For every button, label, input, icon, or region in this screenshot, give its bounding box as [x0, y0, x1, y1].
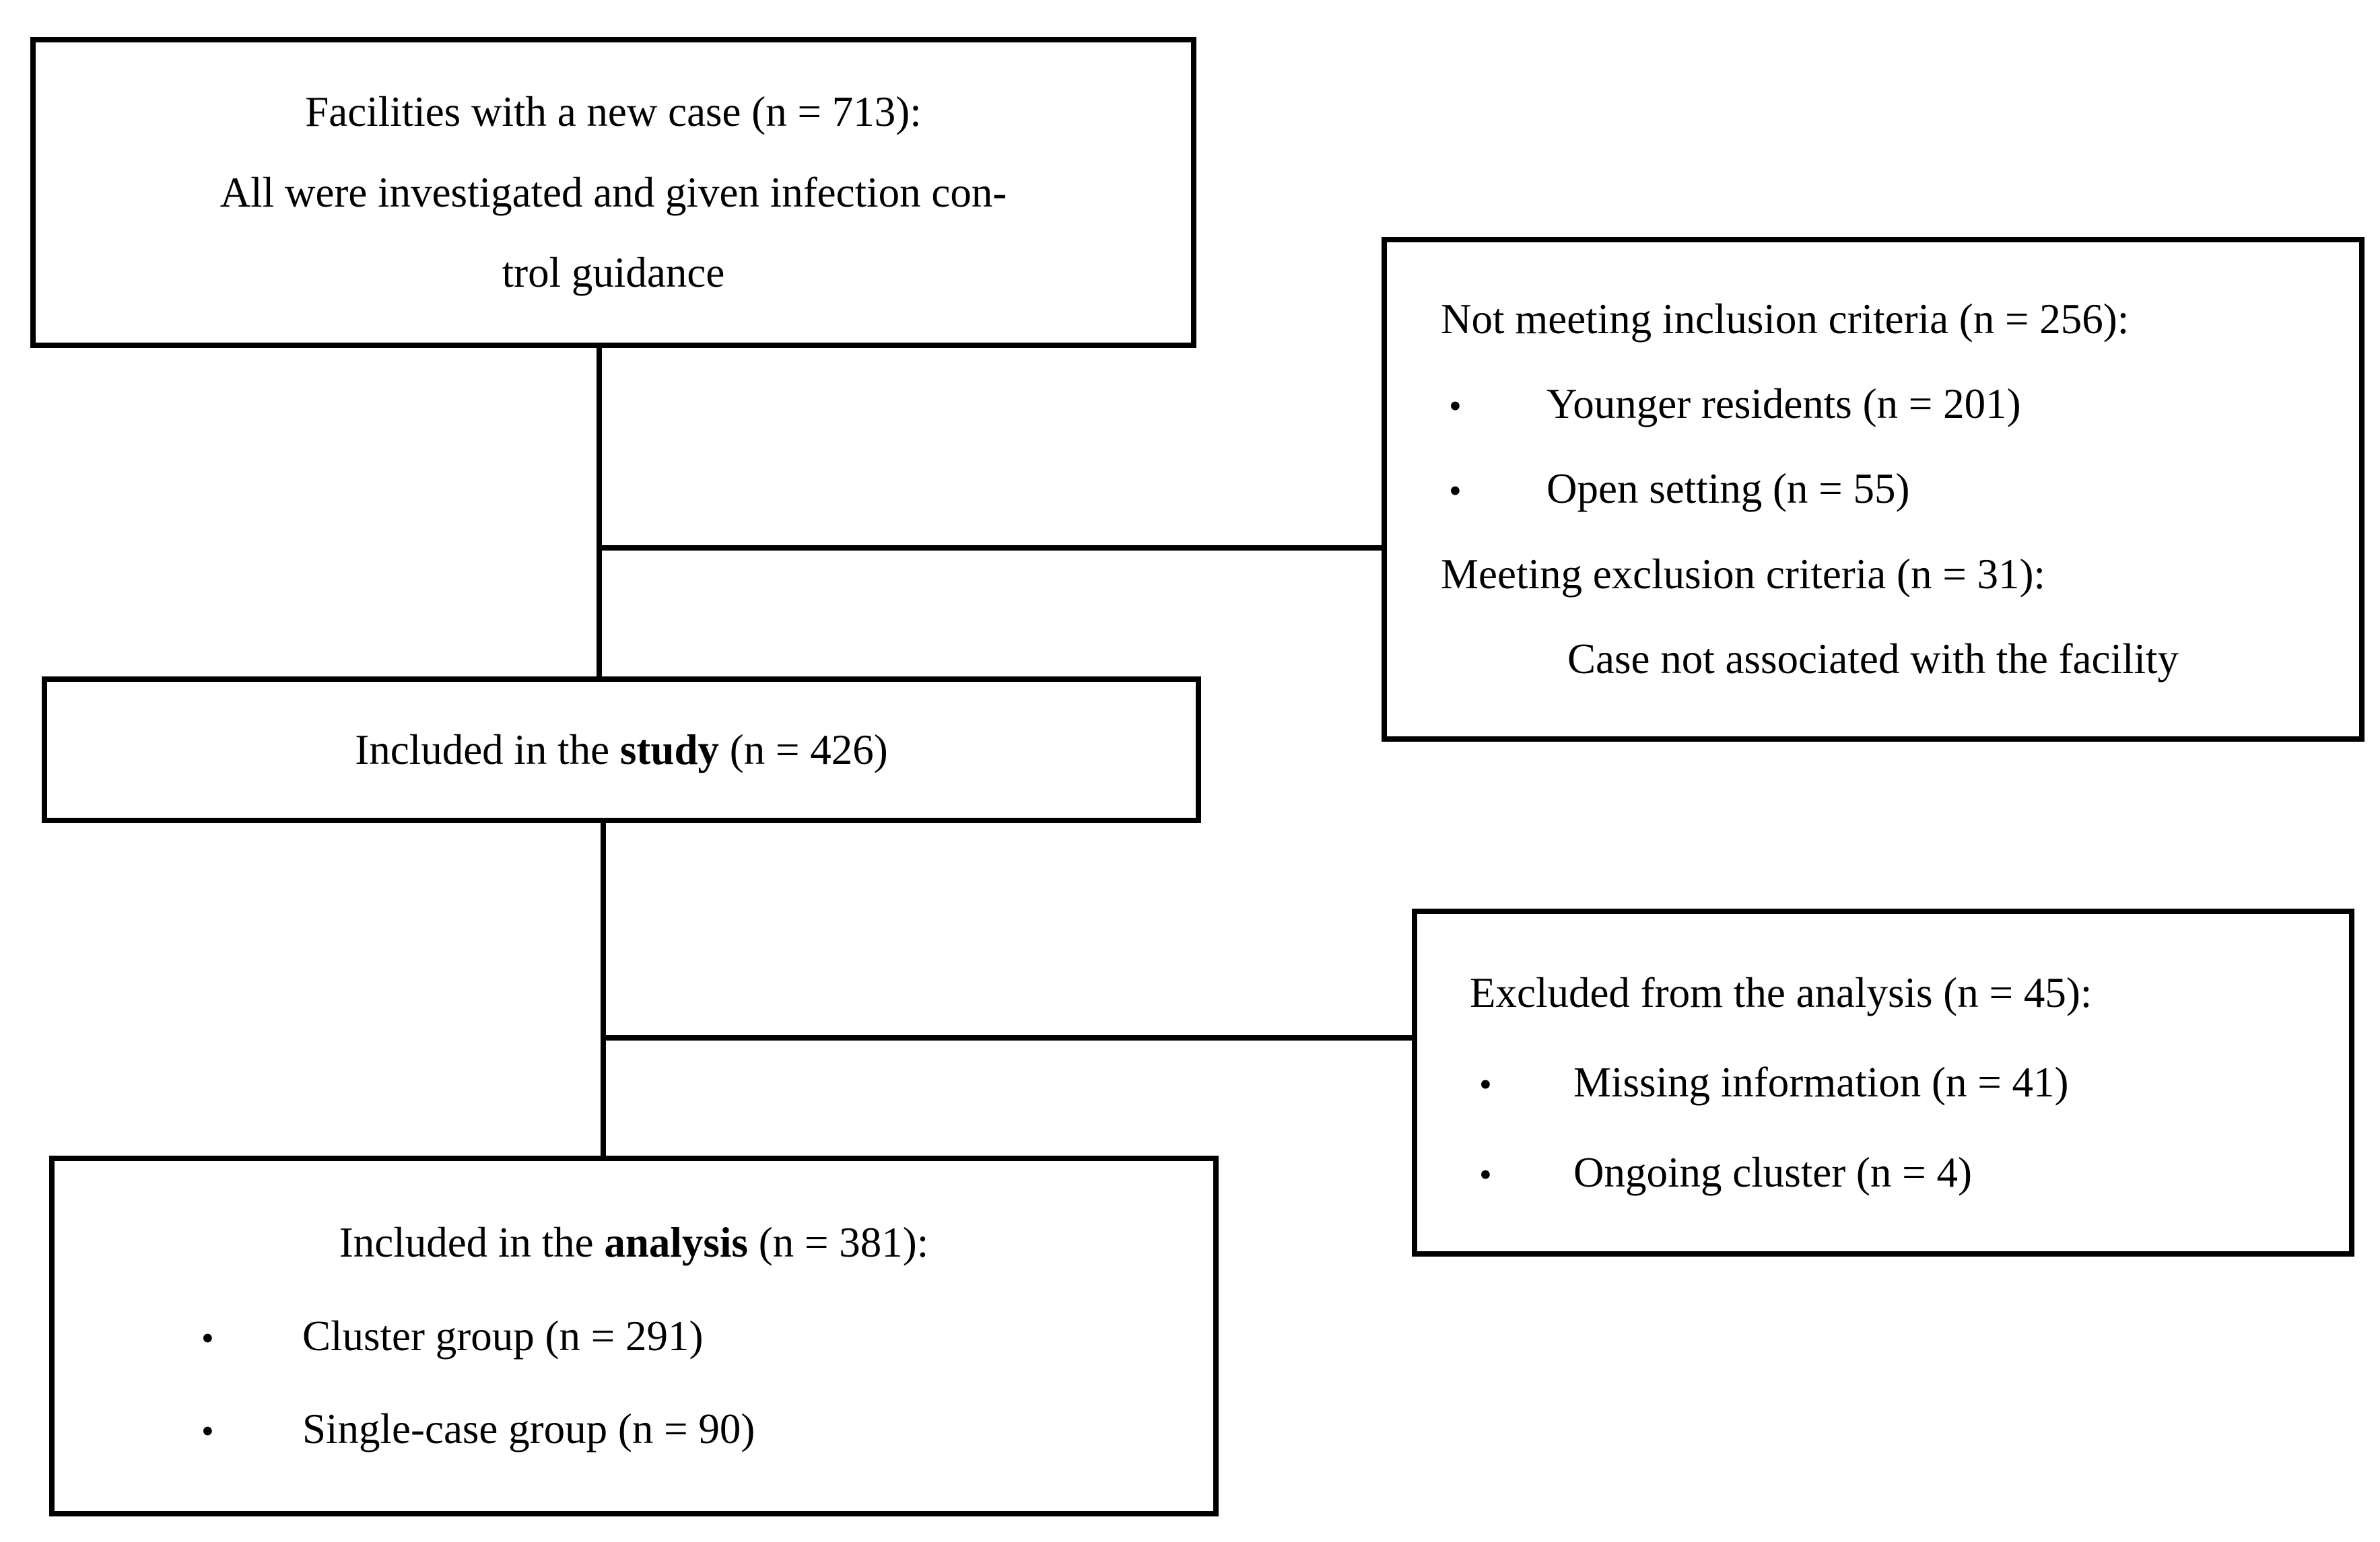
list-item-label: Cluster group (n = 291) — [302, 1312, 704, 1360]
facilities-line-1: Facilities with a new case (n = 713): — [305, 87, 922, 135]
analysis-label-suffix: (n = 381): — [747, 1219, 929, 1267]
list-item-label: Open setting (n = 55) — [1546, 465, 1910, 513]
bullet-icon: • — [1449, 386, 1462, 427]
included-in-study-label: Included in the study (n = 426) — [47, 726, 1196, 775]
facilities-line-3: trol guidance — [502, 249, 725, 297]
connector-branch-to-not-meeting — [597, 545, 1384, 551]
list-item: • Cluster group (n = 291) — [55, 1312, 1213, 1361]
facilities-line-2: All were investigated and given infectio… — [219, 168, 1007, 216]
connector-study-to-analysis — [601, 823, 606, 1158]
connector-branch-to-excluded — [601, 1035, 1415, 1041]
excluded-from-analysis-box: Excluded from the analysis (n = 45): • M… — [1412, 909, 2354, 1257]
list-item: • Ongoing cluster (n = 4) — [1417, 1148, 2349, 1197]
list-item-label: Ongoing cluster (n = 4) — [1573, 1148, 1972, 1196]
study-label-prefix: Included in the — [355, 726, 620, 773]
facilities-box: Facilities with a new case (n = 713): Al… — [30, 37, 1196, 348]
exclusion-criteria-heading: Meeting exclusion criteria (n = 31): — [1441, 550, 2045, 598]
list-item: • Single-case group (n = 90) — [55, 1405, 1213, 1454]
study-label-bold: study — [619, 726, 719, 773]
list-item: • Missing information (n = 41) — [1417, 1058, 2349, 1107]
excluded-heading: Excluded from the analysis (n = 45): — [1470, 969, 2093, 1016]
bullet-icon: • — [1449, 470, 1462, 512]
connector-facilities-to-study — [597, 348, 602, 679]
exclusion-criteria-note: Case not associated with the facility — [1567, 635, 2179, 682]
bullet-icon: • — [201, 1317, 214, 1358]
analysis-label-prefix: Included in the — [339, 1219, 605, 1267]
not-meeting-heading: Not meeting inclusion criteria (n = 256)… — [1441, 295, 2130, 343]
bullet-icon: • — [1479, 1064, 1492, 1105]
analysis-label-bold: analysis — [604, 1219, 748, 1267]
list-item: • Younger residents (n = 201) — [1387, 380, 2359, 429]
list-item-label: Single-case group (n = 90) — [302, 1405, 755, 1452]
study-label-suffix: (n = 426) — [718, 726, 888, 773]
included-in-study-box: Included in the study (n = 426) — [42, 676, 1201, 823]
list-item: • Open setting (n = 55) — [1387, 464, 2359, 514]
list-item-label: Younger residents (n = 201) — [1546, 380, 2021, 428]
bullet-icon: • — [1479, 1154, 1492, 1195]
list-item-label: Missing information (n = 41) — [1573, 1059, 2069, 1106]
included-in-analysis-label: Included in the analysis (n = 381): — [55, 1218, 1213, 1267]
included-in-analysis-box: Included in the analysis (n = 381): • Cl… — [49, 1156, 1219, 1516]
bullet-icon: • — [201, 1410, 214, 1451]
not-meeting-criteria-box: Not meeting inclusion criteria (n = 256)… — [1382, 237, 2365, 742]
